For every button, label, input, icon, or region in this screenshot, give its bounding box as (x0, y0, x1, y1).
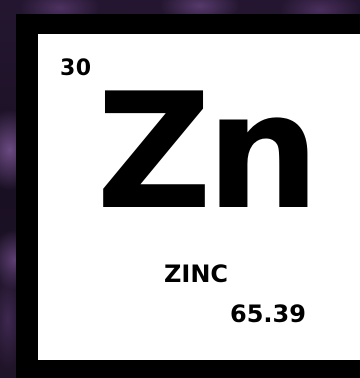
atomic-number: 30 (60, 56, 92, 81)
element-tile: 30 Zn ZINC 65.39 (38, 34, 360, 360)
atomic-mass: 65.39 (230, 300, 306, 328)
element-name: ZINC (164, 260, 229, 288)
element-symbol: Zn (96, 58, 320, 245)
